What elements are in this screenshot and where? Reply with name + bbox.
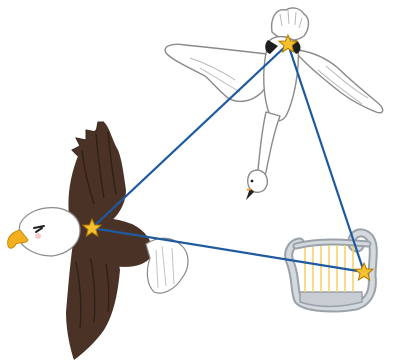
swan-tail: [272, 8, 309, 40]
swan-illustration: [165, 8, 383, 200]
line-altair-deneb: [92, 44, 288, 228]
eagle-upper-wing: [68, 122, 126, 222]
eagle-illustration: [8, 122, 188, 360]
swan-right-wing: [298, 50, 383, 113]
lyre-base: [300, 292, 362, 307]
eagle-tail: [146, 238, 188, 293]
eagle-head: [18, 208, 80, 256]
swan-neck: [258, 112, 280, 177]
